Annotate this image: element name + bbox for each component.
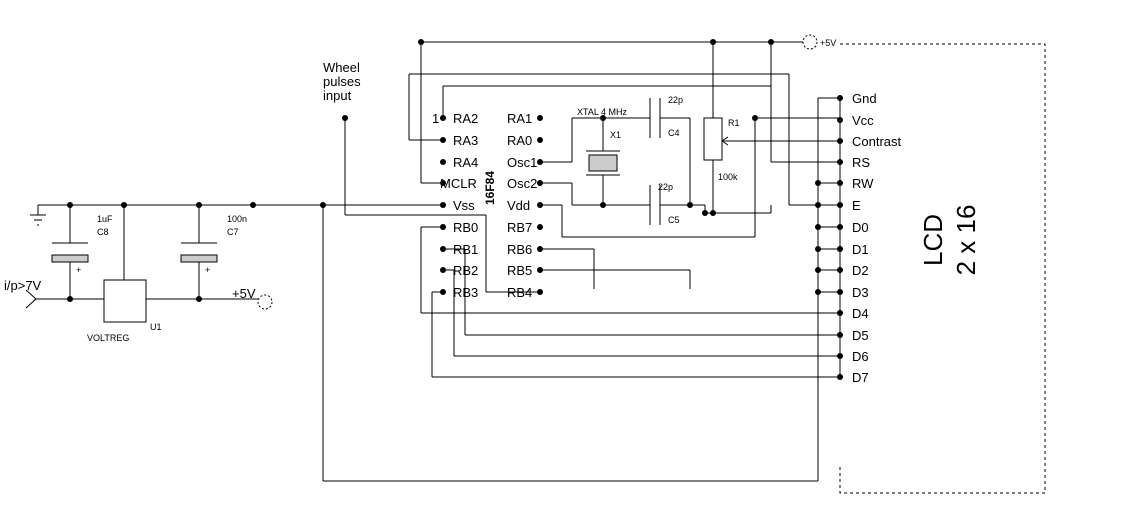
- vcc-net-wires: [540, 117, 840, 238]
- crystal-ref: X1: [610, 130, 621, 140]
- lcd-pin-d3: D3: [852, 285, 869, 300]
- mcu-pin-rb6: RB6: [507, 242, 532, 257]
- lcd-pin-d4: D4: [852, 306, 869, 321]
- wheel-input-wire: [344, 118, 540, 293]
- mcu-pin-ra3: RA3: [453, 133, 478, 148]
- mcu-pin-rb1: RB1: [453, 242, 478, 257]
- input-voltage-label: i/p>7V: [4, 278, 42, 293]
- mcu-pin-osc2: Osc2: [507, 176, 537, 191]
- mcu-pin-vdd: Vdd: [507, 198, 530, 213]
- svg-text:+: +: [205, 265, 210, 275]
- ground-icon: [30, 205, 46, 226]
- mcu-pin-ra1: RA1: [507, 111, 532, 126]
- supply-terminal-icon: [802, 34, 818, 50]
- rb-stub-wires: [540, 248, 691, 289]
- cap-c5-value: 22p: [658, 182, 673, 192]
- cap-c5-ref: C5: [668, 215, 680, 225]
- mcu-part-name: 16F84: [483, 171, 497, 205]
- pot-value: 100k: [718, 172, 738, 182]
- lcd-pin-rw: RW: [852, 176, 874, 191]
- lcd-module-outline: [839, 43, 1046, 494]
- voltage-regulator-icon: [103, 279, 147, 323]
- crystal-icon: [586, 150, 620, 176]
- lcd-pin-rs: RS: [852, 155, 870, 170]
- mcu-pin1-marker: 1: [432, 111, 439, 126]
- mcu-pin-rb5: RB5: [507, 263, 532, 278]
- lcd-pin-wires: [817, 97, 841, 481]
- wheel-label-line2: pulses: [323, 74, 361, 89]
- cap-c7-ref: C7: [227, 227, 239, 237]
- lcd-pin-d7: D7: [852, 370, 869, 385]
- mcu-pin-mclr: MCLR: [440, 176, 477, 191]
- input-arrow-icon: [25, 289, 37, 309]
- capacitor-c4-icon: [649, 98, 661, 138]
- mcu-pin-rb7: RB7: [507, 220, 532, 235]
- regulator-name: VOLTREG: [87, 333, 129, 343]
- mcu-pin-osc1: Osc1: [507, 155, 537, 170]
- lcd-pin-gnd: Gnd: [852, 91, 877, 106]
- cap-c8-ref: C8: [97, 227, 109, 237]
- data-bus-wires: [420, 226, 840, 378]
- pot-ref: R1: [728, 118, 740, 128]
- potentiometer-icon: [703, 42, 840, 213]
- lcd-pin-d6: D6: [852, 349, 869, 364]
- mcu-pin-rb2: RB2: [453, 263, 478, 278]
- crystal-value: XTAL 4 MHz: [577, 107, 628, 117]
- mcu-pin-ra0: RA0: [507, 133, 532, 148]
- cap-c4-ref: C4: [668, 128, 680, 138]
- cap-c7-value: 100n: [227, 214, 247, 224]
- regulator-ref: U1: [150, 322, 162, 332]
- capacitor-c5-icon: [649, 185, 661, 225]
- lcd-pin-d0: D0: [852, 220, 869, 235]
- mcu-pin-vss: Vss: [453, 198, 475, 213]
- capacitor-c8-icon: +: [51, 242, 89, 275]
- wheel-label-line3: input: [323, 88, 352, 103]
- lcd-pin-contrast: Contrast: [852, 134, 902, 149]
- wheel-input-terminal: [342, 115, 348, 121]
- supply-top-label: +5V: [820, 38, 836, 48]
- lcd-pin-dots: [815, 95, 843, 380]
- lcd-title-line2: 2 x 16: [951, 205, 981, 276]
- lcd-pin-e: E: [852, 198, 861, 213]
- mcu-pin-rb3: RB3: [453, 285, 478, 300]
- supply-rail-top: [418, 34, 818, 50]
- regulator-output-label: +5V: [232, 286, 256, 301]
- oscillator-wires: [540, 117, 772, 214]
- output-terminal-icon: [257, 294, 273, 310]
- mcu-pin-rb0: RB0: [453, 220, 478, 235]
- svg-text:+: +: [76, 265, 81, 275]
- lcd-pin-vcc: Vcc: [852, 113, 874, 128]
- mcu-pin-ra4: RA4: [453, 155, 478, 170]
- cap-c8-value: 1uF: [97, 214, 113, 224]
- lcd-pin-d1: D1: [852, 242, 869, 257]
- mcu-pin-ra2: RA2: [453, 111, 478, 126]
- mcu-control-wires: [408, 42, 840, 206]
- cap-c4-value: 22p: [668, 95, 683, 105]
- lcd-pin-d5: D5: [852, 328, 869, 343]
- wheel-label-line1: Wheel: [323, 60, 360, 75]
- capacitor-c7-icon: +: [180, 242, 218, 275]
- lcd-pin-d2: D2: [852, 263, 869, 278]
- lcd-title-line1: LCD: [918, 214, 948, 266]
- ground-net-wires: [38, 204, 818, 482]
